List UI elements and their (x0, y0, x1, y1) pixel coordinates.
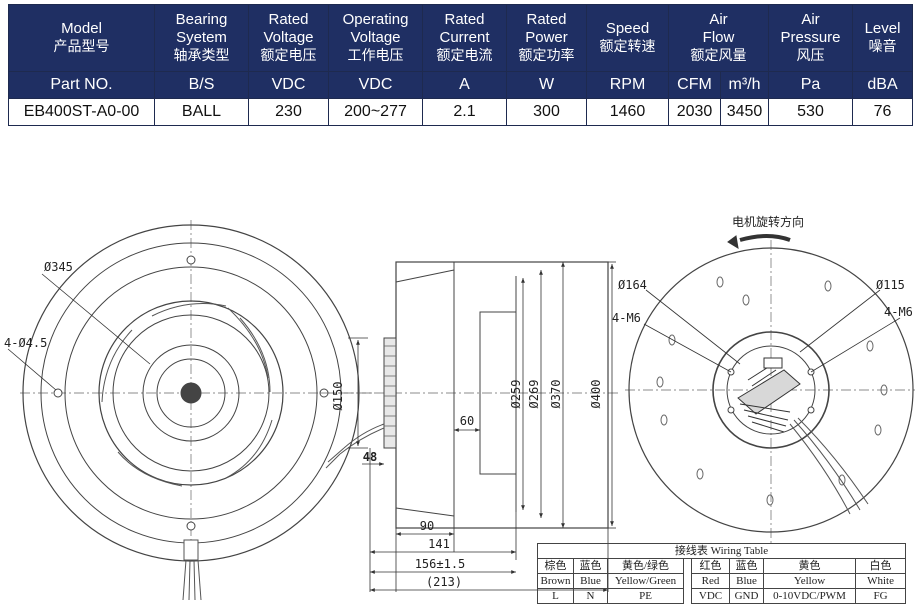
value-power: 300 (506, 98, 587, 126)
wire-signal-7: FG (854, 588, 907, 604)
dim-d345: Ø345 (44, 260, 73, 274)
wiring-signals-row: L N PE VDC GND 0-10VDC/PWM FG (537, 588, 907, 604)
wire-signal-1: L (537, 588, 574, 604)
wiring-table: 接线表 Wiring Table 棕色 蓝色 黄色/绿色 红色 蓝色 黄色 白色… (536, 543, 907, 604)
side-view (320, 261, 620, 592)
unit-airflow-m3h: m³/h (720, 71, 769, 99)
unit-speed: RPM (586, 71, 669, 99)
value-speed: 1460 (586, 98, 669, 126)
wire-signal-6: 0-10VDC/PWM (763, 588, 856, 604)
motor-hub-graphic (737, 357, 801, 433)
dim-d370: Ø370 (549, 380, 563, 409)
unit-power: W (506, 71, 587, 99)
wiring-colors-en-row: Brown Blue Yellow/Green Red Blue Yellow … (537, 573, 907, 589)
wire-color-zh-4: 红色 (691, 558, 730, 574)
wire-color-zh-7: 白色 (854, 558, 907, 574)
dim-d400: Ø400 (589, 380, 603, 409)
wire-color-zh-2: 蓝色 (573, 558, 608, 574)
rotation-direction-label: 电机旋转方向 (732, 214, 804, 229)
front-view (7, 220, 372, 601)
value-operating-voltage: 200~277 (328, 98, 423, 126)
dim-d269: Ø269 (527, 380, 541, 409)
value-noise: 76 (852, 98, 913, 126)
value-airflow-cfm: 2030 (668, 98, 721, 126)
wire-color-en-4: Red (691, 573, 730, 589)
dim-156: 156±1.5 (415, 557, 466, 571)
dim-d259: Ø259 (509, 380, 523, 409)
wire-signal-2: N (573, 588, 608, 604)
wire-color-zh-5: 蓝色 (729, 558, 764, 574)
wire-color-en-2: Blue (573, 573, 608, 589)
wire-signal-5: GND (729, 588, 764, 604)
wiring-table-title: 接线表 Wiring Table (536, 543, 907, 559)
spec-values-row: EB400ST-A0-00 BALL 230 200~277 2.1 300 1… (8, 98, 913, 126)
spec-units-row: Part NO. B/S VDC VDC A W RPM CFM m³/h Pa… (8, 71, 913, 99)
value-bearing: BALL (154, 98, 249, 126)
dim-d164: Ø164 (618, 278, 647, 292)
wiring-gap (683, 558, 692, 604)
wire-color-en-6: Yellow (763, 573, 856, 589)
value-part-no: EB400ST-A0-00 (8, 98, 155, 126)
wire-color-en-3: Yellow/Green (607, 573, 684, 589)
wire-color-en-1: Brown (537, 573, 574, 589)
unit-operating-voltage: VDC (328, 71, 423, 99)
side-cable (325, 423, 385, 469)
wire-color-en-5: Blue (729, 573, 764, 589)
wire-color-zh-6: 黄色 (763, 558, 856, 574)
wire-color-zh-3: 黄色/绿色 (607, 558, 684, 574)
dim-d115: Ø115 (876, 278, 905, 292)
unit-noise: dBA (852, 71, 913, 99)
dim-60: 60 (460, 414, 474, 428)
impeller-blades (101, 303, 273, 487)
dim-90: 90 (420, 519, 434, 533)
wire-signal-3: PE (607, 588, 684, 604)
unit-current: A (422, 71, 507, 99)
dim-213: (213) (426, 575, 462, 589)
vent-slots (656, 276, 888, 506)
dim-m6-left: 4-M6 (612, 311, 641, 325)
unit-part-no: Part NO. (8, 71, 155, 99)
wire-signal-4: VDC (691, 588, 730, 604)
dim-48: 48 (363, 450, 377, 464)
value-pressure: 530 (768, 98, 853, 126)
dim-141: 141 (428, 537, 450, 551)
value-current: 2.1 (422, 98, 507, 126)
wire-color-zh-1: 棕色 (537, 558, 574, 574)
value-rated-voltage: 230 (248, 98, 329, 126)
dim-d150: Ø150 (331, 382, 345, 411)
dim-holes-left: 4-Ø4.5 (4, 336, 47, 350)
unit-airflow-cfm: CFM (668, 71, 721, 99)
value-airflow-m3h: 3450 (720, 98, 769, 126)
back-view (625, 234, 915, 545)
wiring-colors-zh-row: 棕色 蓝色 黄色/绿色 红色 蓝色 黄色 白色 (537, 558, 907, 604)
unit-bearing: B/S (154, 71, 249, 99)
motor-fins (384, 345, 396, 437)
dim-m6-right: 4-M6 (884, 305, 913, 319)
unit-pressure: Pa (768, 71, 853, 99)
cable-exit (182, 539, 202, 601)
unit-rated-voltage: VDC (248, 71, 329, 99)
wire-color-en-7: White (854, 573, 907, 589)
back-cables (789, 417, 869, 515)
